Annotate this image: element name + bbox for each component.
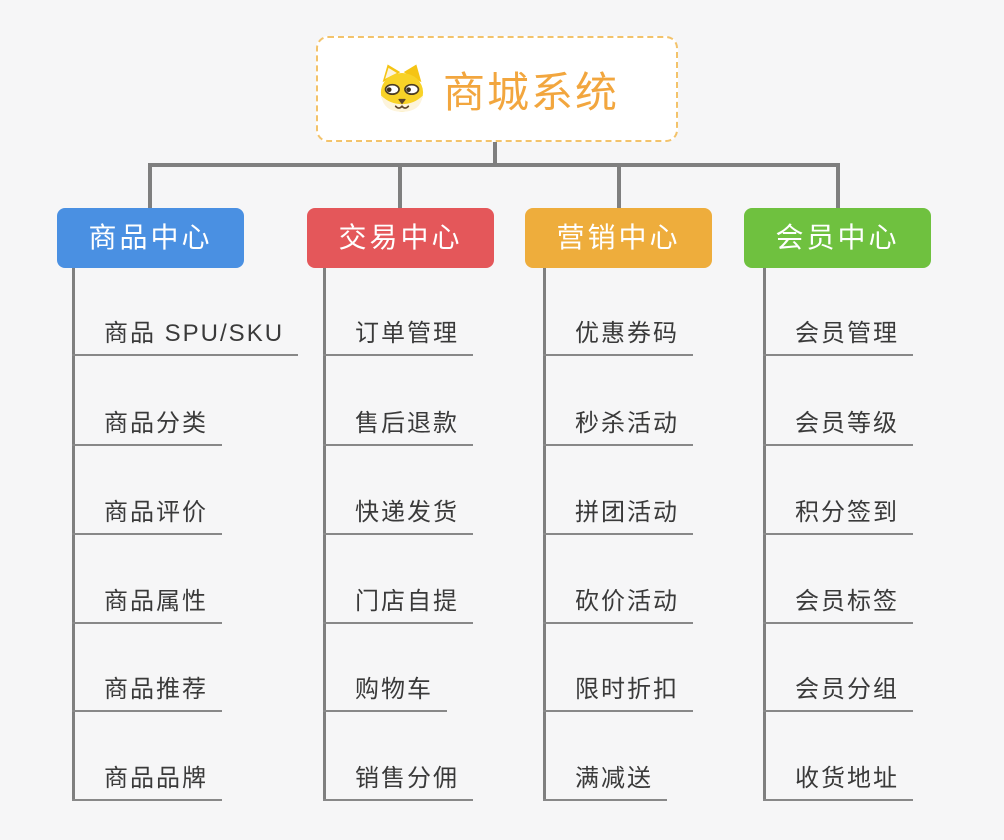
connector-stub-product <box>148 165 152 208</box>
connector-root-stub <box>493 140 497 165</box>
leaf-node[interactable]: 秒杀活动 <box>543 408 693 446</box>
connector-stub-marketing <box>617 165 621 208</box>
leaf-node[interactable]: 会员分组 <box>763 674 913 712</box>
leaf-node[interactable]: 满减送 <box>543 763 667 801</box>
connector-stub-trade <box>398 165 402 208</box>
branch-children-product-center: 商品 SPU/SKU 商品分类 商品评价 商品属性 商品推荐 商品品牌 <box>72 268 322 801</box>
root-title: 商城系统 <box>442 68 619 116</box>
leaf-node[interactable]: 门店自提 <box>323 586 473 624</box>
leaf-node[interactable]: 砍价活动 <box>543 586 693 624</box>
leaf-node[interactable]: 商品 SPU/SKU <box>72 318 299 356</box>
branch-children-marketing-center: 优惠券码 秒杀活动 拼团活动 砍价活动 限时折扣 满减送 <box>543 268 793 801</box>
leaf-node[interactable]: 订单管理 <box>323 318 473 356</box>
leaf-node[interactable]: 收货地址 <box>763 763 913 801</box>
leaf-node[interactable]: 售后退款 <box>323 408 473 446</box>
leaf-node[interactable]: 商品品牌 <box>72 763 222 801</box>
leaf-node[interactable]: 会员等级 <box>763 408 913 446</box>
root-node[interactable]: 商城系统 <box>316 36 678 142</box>
branch-node-product-center[interactable]: 商品中心 <box>57 208 244 268</box>
leaf-node[interactable]: 积分签到 <box>763 497 913 535</box>
leaf-node[interactable]: 快递发货 <box>323 497 473 535</box>
leaf-node[interactable]: 限时折扣 <box>543 674 693 712</box>
leaf-node[interactable]: 拼团活动 <box>543 497 693 535</box>
dog-face-icon <box>375 62 429 116</box>
connector-stub-member <box>836 165 840 208</box>
branch-node-marketing-center[interactable]: 营销中心 <box>525 208 712 268</box>
leaf-node[interactable]: 商品推荐 <box>72 674 222 712</box>
leaf-node[interactable]: 商品属性 <box>72 586 222 624</box>
branch-node-member-center[interactable]: 会员中心 <box>744 208 931 268</box>
leaf-node[interactable]: 销售分佣 <box>323 763 473 801</box>
branch-children-member-center: 会员管理 会员等级 积分签到 会员标签 会员分组 收货地址 <box>763 268 1004 801</box>
leaf-node[interactable]: 会员管理 <box>763 318 913 356</box>
leaf-node[interactable]: 商品分类 <box>72 408 222 446</box>
leaf-node[interactable]: 购物车 <box>323 674 447 712</box>
leaf-node[interactable]: 会员标签 <box>763 586 913 624</box>
leaf-node[interactable]: 优惠券码 <box>543 318 693 356</box>
branch-children-trade-center: 订单管理 售后退款 快递发货 门店自提 购物车 销售分佣 <box>323 268 573 801</box>
connector-bus <box>148 163 840 167</box>
branch-node-trade-center[interactable]: 交易中心 <box>307 208 494 268</box>
leaf-node[interactable]: 商品评价 <box>72 497 222 535</box>
